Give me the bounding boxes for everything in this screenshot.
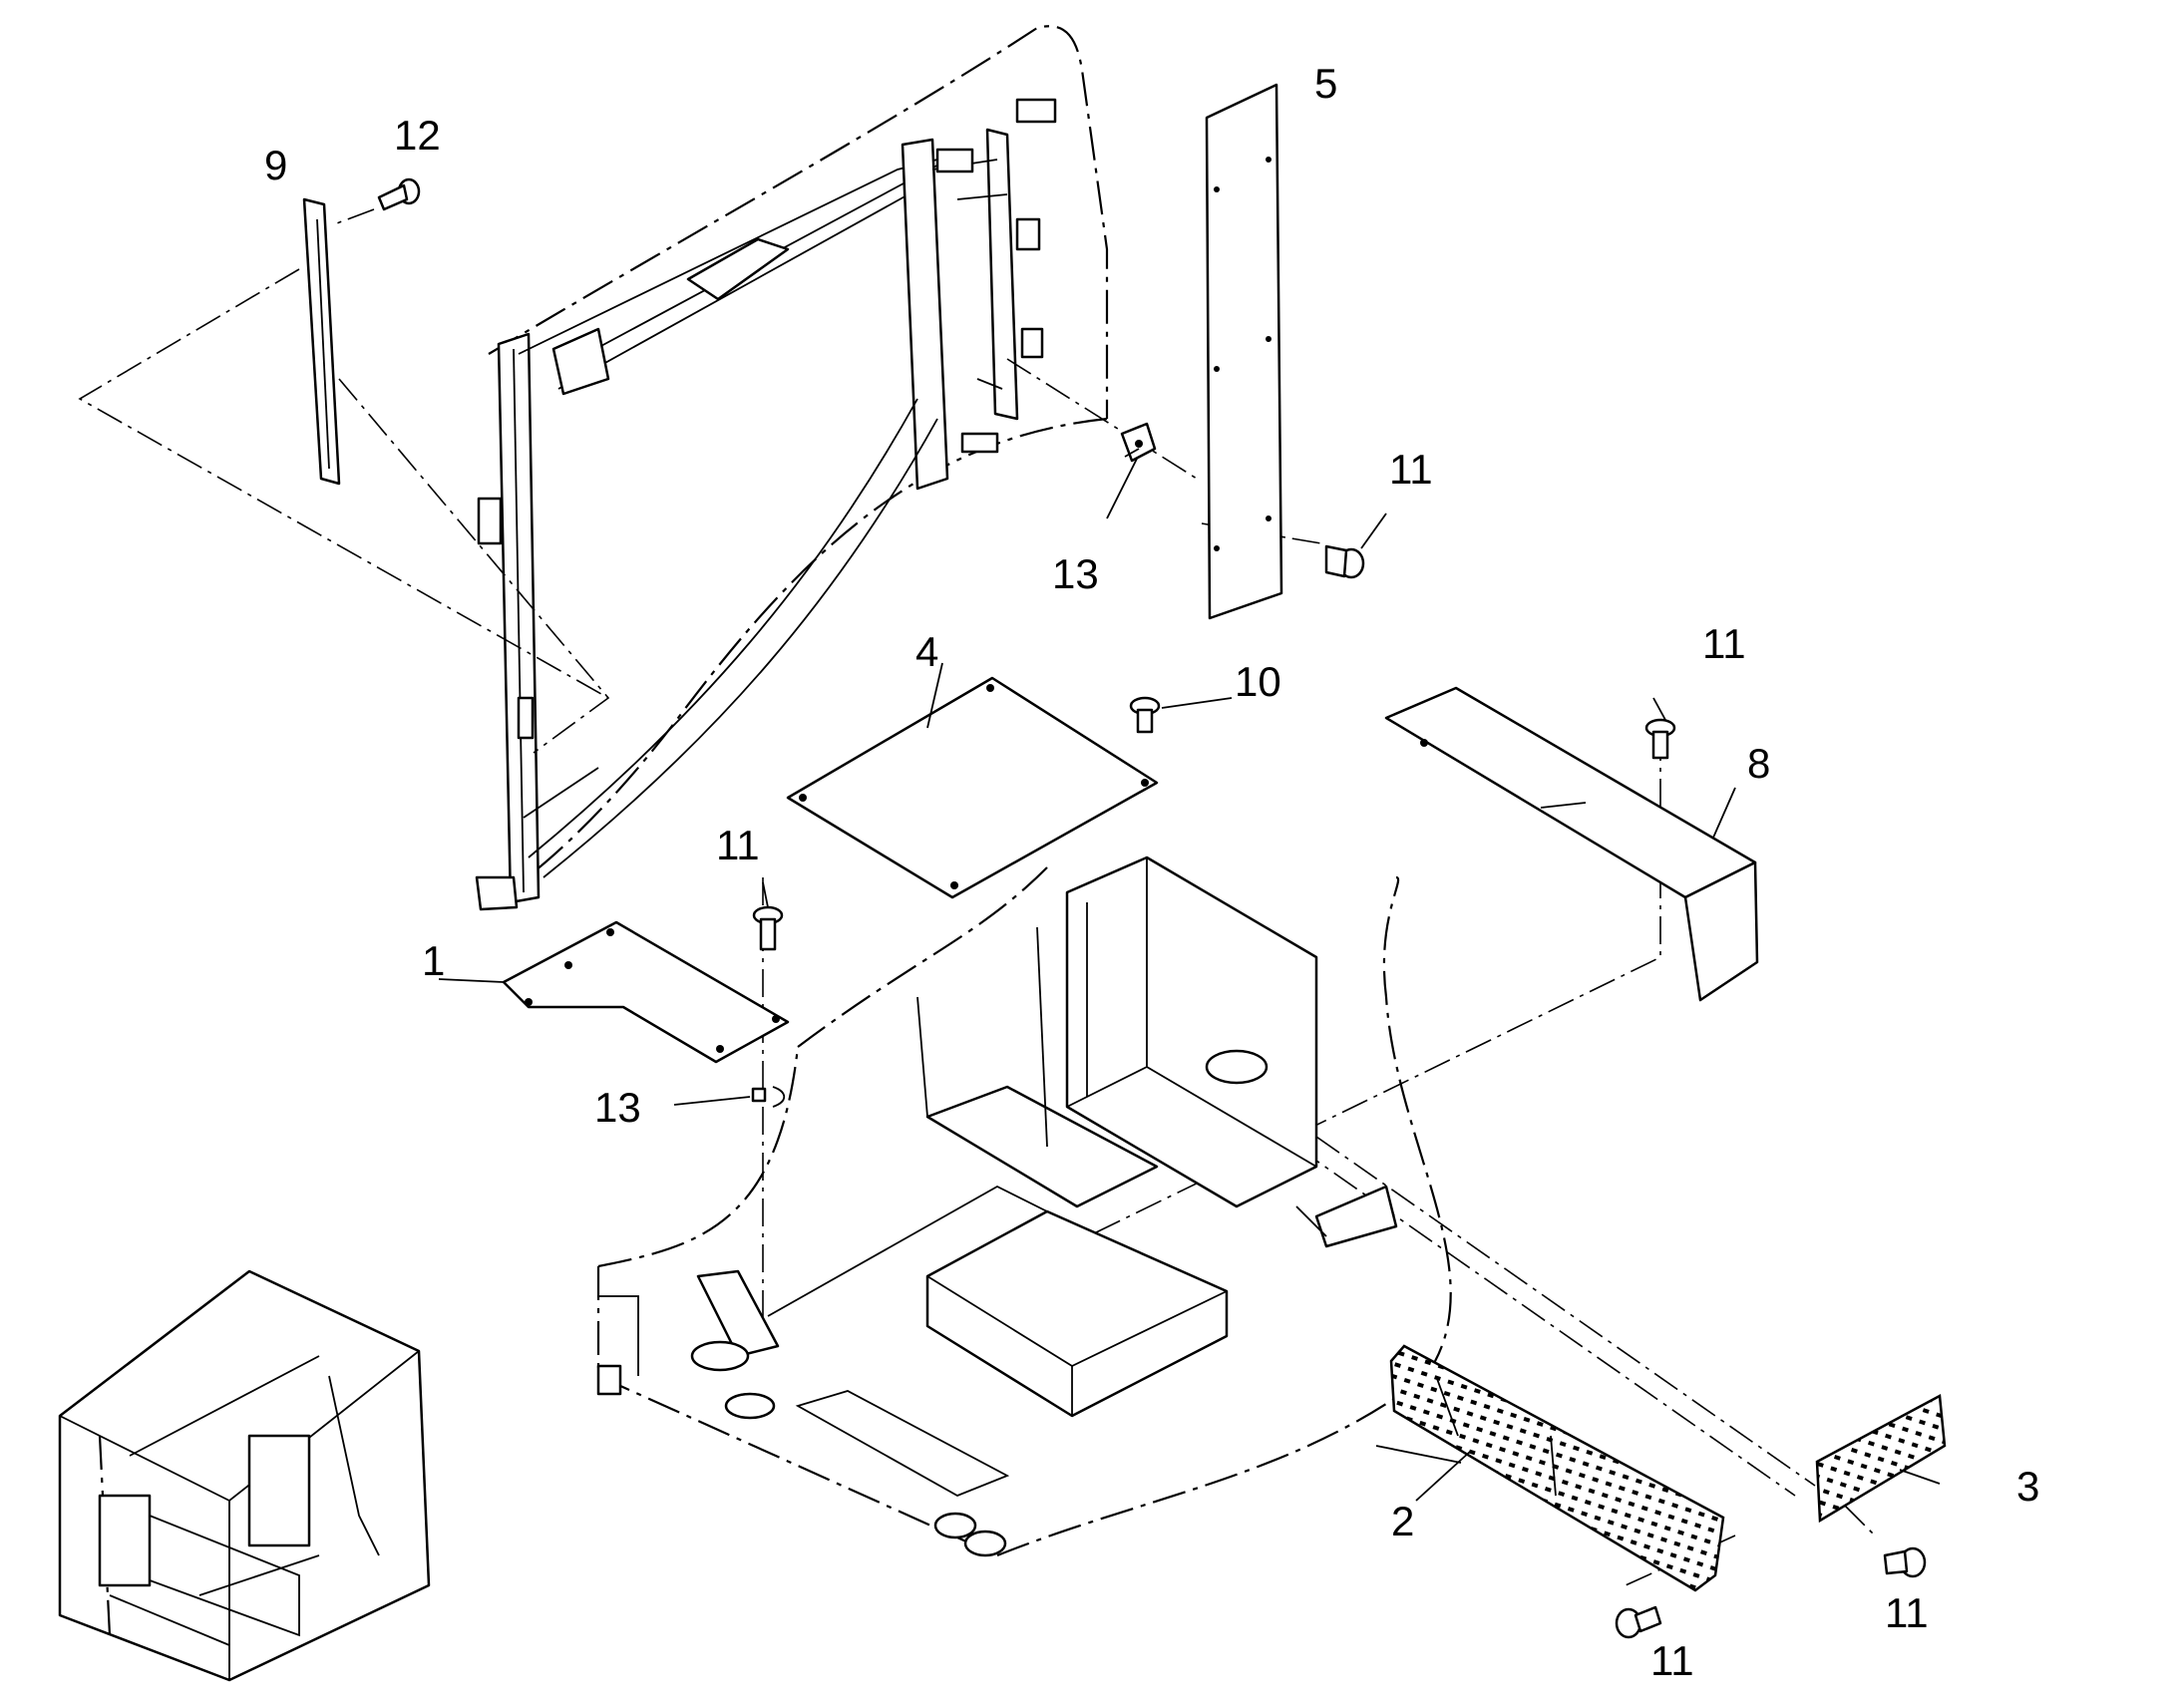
callout-3: 3: [2016, 1463, 2039, 1510]
part-12-bolt: [377, 177, 421, 211]
lower-cab-floor: [596, 855, 1452, 1557]
part-13-clip-upper: [1120, 422, 1157, 463]
part-13-clip-lower: [751, 1086, 786, 1108]
part-2-perforated-grille: [1389, 1344, 1725, 1592]
part-3-small-grille: [1815, 1394, 1947, 1524]
callout-10: 10: [1235, 658, 1281, 705]
callout-labels: 1 2 3 4 5 8 9 10 11 11 11 11 11 12 13 13: [264, 60, 2039, 1684]
callout-1: 1: [422, 937, 445, 984]
callout-13-upper: 13: [1052, 550, 1099, 597]
callout-9: 9: [264, 142, 287, 188]
callout-2: 2: [1391, 1498, 1414, 1544]
part-1-lower-plate: [502, 920, 790, 1064]
callout-8: 8: [1747, 740, 1770, 787]
part-10-screw: [1129, 696, 1161, 734]
callout-11-part1: 11: [716, 822, 760, 868]
callout-11-part8: 11: [1702, 620, 1746, 667]
callout-11-right-panel: 11: [1389, 446, 1433, 493]
part-4-top-plate: [786, 676, 1159, 899]
part-8-bent-panel: [1384, 686, 1759, 1002]
part-5-side-panel: [1205, 83, 1283, 620]
callout-11-part3: 11: [1885, 1589, 1929, 1636]
callout-12: 12: [394, 112, 441, 159]
part-11-screw-c: [752, 905, 784, 951]
part-9-trim-strip: [302, 197, 341, 486]
part-11-screw-d: [1615, 1605, 1662, 1639]
part-11-screw-e: [1883, 1546, 1927, 1578]
callout-11-part2: 11: [1650, 1637, 1694, 1684]
callout-5: 5: [1314, 60, 1337, 107]
leader-lines: [438, 448, 1941, 1502]
part-11-screw-a: [1644, 718, 1676, 760]
callout-13-lower: 13: [594, 1084, 641, 1131]
cab-thumbnail-view: [58, 1269, 431, 1682]
callout-4: 4: [915, 628, 938, 675]
upper-cab-frame: [475, 25, 1109, 911]
part-11-screw-b: [1324, 544, 1365, 579]
